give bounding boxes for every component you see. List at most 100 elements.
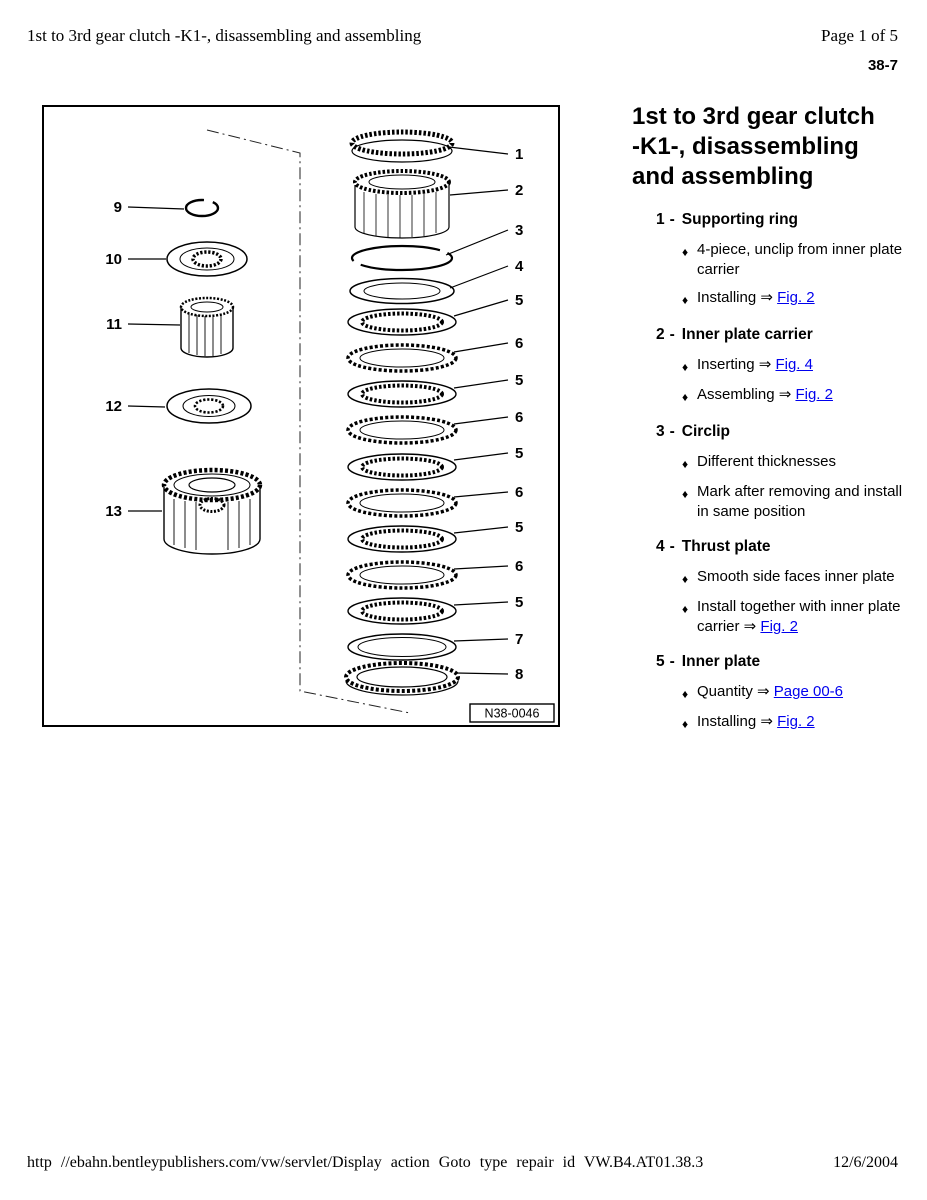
callout-number: 6 (515, 335, 523, 352)
diamond-bullet-icon: ♦ (682, 717, 689, 731)
item-bullets: ♦Inserting ⇒ Fig. 4♦Assembling ⇒ Fig. 2 (632, 355, 910, 407)
inner-plate-drawing (347, 597, 457, 625)
diamond-bullet-icon: ♦ (682, 457, 689, 471)
callout-number: 5 (515, 292, 523, 309)
header-page-count: Page 1 of 5 (821, 26, 898, 45)
supporting-ring-drawing (349, 129, 455, 163)
splined-sleeve-drawing (179, 296, 235, 358)
callout-leader-line (448, 146, 509, 155)
bullet-text: Install together with inner plate carrie… (697, 598, 901, 635)
bullet-item: ♦ Smooth side faces inner plate (632, 567, 910, 589)
section-number: 38-7 (867, 57, 898, 74)
seal-plate-drawing (166, 388, 252, 424)
callout-number: 4 (515, 258, 524, 275)
drawing-number-box: N38-0046 (469, 703, 555, 723)
callout-number: 11 (106, 316, 122, 333)
item-number: 5 (656, 653, 665, 670)
item-dash: - (669, 653, 675, 670)
item-number: 2 (656, 326, 665, 343)
inner-plate-carrier-drawing (353, 169, 451, 239)
header-document-title: 1st to 3rd gear clutch -K1-, disassembli… (27, 26, 422, 45)
item-bullets: ♦ Different thicknesses ♦Mark after removi… (632, 452, 910, 522)
callout-leader-line (453, 416, 509, 425)
item-number: 4 (656, 538, 665, 555)
callout-number: 1 (515, 146, 523, 163)
inner-plate-drawing (347, 453, 457, 481)
inner-plate-drawing (347, 308, 457, 336)
item-head: 2 - Inner plate carrier (632, 325, 910, 345)
parts-list-item: 2 - Inner plate carrier ♦Inserting ⇒ Fig… (632, 325, 910, 407)
item-dash: - (669, 538, 675, 555)
centerline (206, 129, 411, 714)
small-circlip-drawing (184, 198, 220, 218)
item-bullets: ♦ Smooth side faces inner plate ♦ Install t… (632, 567, 910, 637)
diamond-bullet-icon: ♦ (682, 245, 689, 259)
callout-leader-line (453, 299, 509, 317)
callout-number: 2 (515, 182, 523, 199)
footer-date: 12/6/2004 (833, 1154, 898, 1171)
bullet-item: ♦ 4-piece, unclip from inner plate carrie… (632, 240, 910, 280)
parts-list-item: 4 - Thrust plate ♦ Smooth side faces inne… (632, 537, 910, 637)
callout-number: 3 (515, 222, 523, 239)
callout-number: 5 (515, 594, 523, 611)
bullet-item: ♦Installing ⇒ Fig. 2 (632, 288, 910, 310)
callout-leader-line (453, 638, 509, 642)
bullet-text: Installing ⇒ Fig. 2 (697, 289, 815, 306)
item-name: Supporting ring (681, 211, 799, 228)
reference-link[interactable]: Fig. 4 (775, 356, 813, 373)
item-number: 3 (656, 423, 665, 440)
reference-link[interactable]: Fig. 2 (795, 386, 833, 403)
bullet-item: ♦Mark after removing and install in same… (632, 482, 910, 522)
parts-list-item: 3 - Circlip ♦Different thicknesses♦Mark … (632, 422, 910, 522)
reference-link[interactable]: Page 00-6 (773, 683, 844, 700)
bullet-text: Different thicknesses (697, 453, 836, 470)
callout-leader-line (127, 206, 185, 210)
diamond-bullet-icon: ♦ (682, 572, 689, 586)
callout-leader-line (127, 405, 166, 408)
callout-number: 5 (515, 519, 523, 536)
footer-url: http //ebahn.bentleypublishers.com/vw/se… (27, 1154, 704, 1171)
item-bullets: ♦ Quantity ⇒ Page 00-6 ♦ Installing ⇒ Fig. … (632, 682, 910, 734)
bullet-text: Smooth side faces inner plate (697, 568, 895, 585)
callout-leader-line (453, 526, 509, 534)
diamond-bullet-icon: ♦ (682, 360, 689, 374)
callout-leader-line (453, 379, 509, 389)
bullet-item: ♦ Installing ⇒ Fig. 2 (632, 712, 910, 734)
item-dash: - (669, 423, 675, 440)
item-head: 1 - Supporting ring (632, 210, 910, 230)
diamond-bullet-icon: ♦ (682, 602, 689, 616)
callout-leader-line (449, 189, 509, 196)
thrust-plate-drawing (349, 277, 455, 305)
article-column: 1st to 3rd gear clutch -K1-, disassembli… (632, 102, 910, 742)
item-head: 4 - Thrust plate (632, 537, 910, 557)
bullet-text: Quantity ⇒ Page 00-6 (697, 683, 844, 700)
callout-number: 5 (515, 372, 523, 389)
reference-link[interactable]: Fig. 2 (777, 289, 815, 306)
bullet-item: ♦Inserting ⇒ Fig. 4 (632, 355, 910, 377)
bullet-text: 4-piece, unclip from inner plate carrier (697, 241, 903, 278)
outer-plate-drawing (346, 488, 458, 518)
bullet-text: Mark after removing and install in same … (697, 483, 903, 520)
reference-link[interactable]: Fig. 2 (777, 713, 815, 730)
diamond-bullet-icon: ♦ (682, 687, 689, 701)
callout-number: 5 (515, 445, 523, 462)
callout-number: 8 (515, 666, 523, 683)
item-name: Inner plate (681, 653, 761, 670)
callout-number: 6 (515, 409, 523, 426)
page-footer: http //ebahn.bentleypublishers.com/vw/se… (27, 1154, 898, 1172)
hub-plate-drawing (166, 241, 248, 277)
parts-list-item: 5 - Inner plate ♦ Quantity ⇒ Page 00-6 ♦ In… (632, 652, 910, 734)
inner-plate-drawing (347, 525, 457, 553)
item-name: Inner plate carrier (681, 326, 813, 343)
callout-leader-line (453, 601, 509, 606)
callout-leader-line (453, 565, 509, 570)
circlip-drawing (350, 244, 454, 272)
item-name: Thrust plate (681, 538, 771, 555)
clutch-drum-drawing (161, 467, 263, 555)
callout-leader-line (449, 265, 509, 289)
bullet-text: Installing ⇒ Fig. 2 (697, 713, 815, 730)
reference-link[interactable]: Fig. 2 (760, 618, 798, 635)
